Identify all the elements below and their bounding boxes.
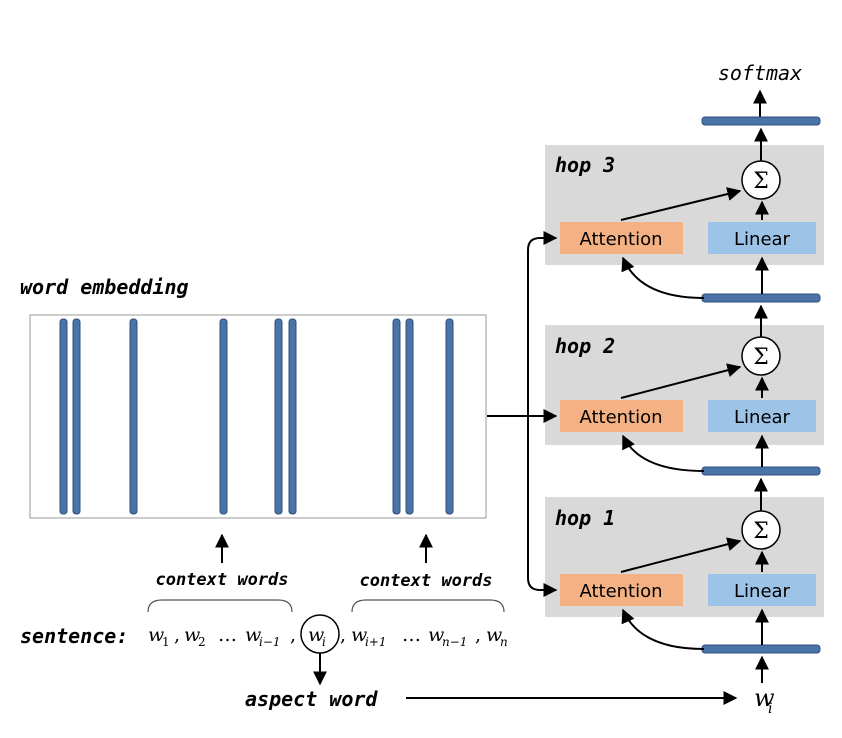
context-words-right: context words bbox=[359, 571, 492, 591]
hop-1-sum-symbol: Σ bbox=[753, 519, 769, 544]
token-w1-sub: 1 bbox=[162, 635, 170, 649]
token-wn-sub: n bbox=[500, 635, 508, 649]
hop-1-memory-vector bbox=[701, 644, 821, 654]
softmax-label: softmax bbox=[718, 61, 802, 85]
comma: , bbox=[475, 624, 481, 646]
aspect-word-label: aspect word bbox=[245, 687, 378, 711]
hop-1-block: hop 1 Attention Linear Σ bbox=[545, 497, 824, 617]
comma: , bbox=[290, 624, 296, 646]
sentence-tokens: w 1 , w 2 … w i−1 , w i , w i+1 … w n−1 … bbox=[148, 624, 508, 649]
token-wi-sub: i bbox=[322, 635, 326, 649]
hop-1-attention-box bbox=[560, 574, 683, 606]
aspect-input-sub: i bbox=[768, 701, 772, 717]
hop-1-linear-label: Linear bbox=[734, 581, 791, 602]
embedding-column bbox=[288, 318, 297, 515]
hop-2-linear-label: Linear bbox=[734, 407, 791, 428]
hop-2-linear-box bbox=[708, 400, 816, 432]
hop-1-linear-box bbox=[708, 574, 816, 606]
hop-2-block: hop 2 Attention Linear Σ bbox=[545, 325, 824, 445]
hop-1-attention-label: Attention bbox=[579, 581, 662, 602]
hop-3-attention-box bbox=[560, 222, 683, 254]
hop-2-attention-label: Attention bbox=[579, 407, 662, 428]
hop-3-memory-vector bbox=[701, 293, 821, 303]
embedding-column bbox=[392, 318, 401, 515]
token-w1: w bbox=[148, 624, 164, 646]
embedding-matrix bbox=[29, 314, 487, 519]
hop-3-attention-label: Attention bbox=[579, 229, 662, 250]
hop-2-memory-vector bbox=[701, 466, 821, 476]
embedding-column bbox=[129, 318, 138, 515]
embedding-column bbox=[405, 318, 414, 515]
token-wi-1-sub: i−1 bbox=[259, 635, 281, 649]
hop-3-linear-label: Linear bbox=[734, 229, 791, 250]
embedding-columns bbox=[59, 318, 454, 515]
hop-3-title: hop 3 bbox=[555, 153, 615, 177]
token-wn-1-sub: n−1 bbox=[442, 635, 467, 649]
hop-2-attention-box bbox=[560, 400, 683, 432]
token-wn: w bbox=[486, 624, 502, 646]
embedding-column bbox=[72, 318, 81, 515]
token-wi+1: w bbox=[351, 624, 367, 646]
token-wi: w bbox=[308, 624, 324, 646]
hop-2-sum-symbol: Σ bbox=[753, 345, 769, 370]
embedding-column bbox=[274, 318, 283, 515]
token-wi-1: w bbox=[245, 624, 261, 646]
embedding-column bbox=[219, 318, 228, 515]
context-words-left: context words bbox=[155, 570, 288, 590]
comma: , bbox=[174, 624, 180, 646]
left-brace bbox=[147, 599, 293, 613]
token-wi+1-sub: i+1 bbox=[365, 635, 387, 649]
token-w2-sub: 2 bbox=[198, 635, 206, 649]
token-w2: w bbox=[184, 624, 200, 646]
hop-3-sum-symbol: Σ bbox=[753, 169, 769, 194]
embedding-column bbox=[59, 318, 68, 515]
hop-1-title: hop 1 bbox=[555, 506, 615, 530]
comma: , bbox=[340, 624, 346, 646]
token-wn-1: w bbox=[428, 624, 444, 646]
embedding-column bbox=[445, 318, 454, 515]
ellipsis: … bbox=[218, 624, 237, 646]
output-vector bbox=[701, 116, 821, 126]
right-brace bbox=[351, 599, 505, 613]
ellipsis: … bbox=[402, 624, 421, 646]
word-embedding-label: word embedding bbox=[20, 275, 189, 299]
hop-2-title: hop 2 bbox=[555, 334, 615, 358]
sentence-label: sentence: bbox=[20, 624, 128, 648]
hop-3-linear-box bbox=[708, 222, 816, 254]
aspect-input-w: w bbox=[754, 684, 775, 712]
